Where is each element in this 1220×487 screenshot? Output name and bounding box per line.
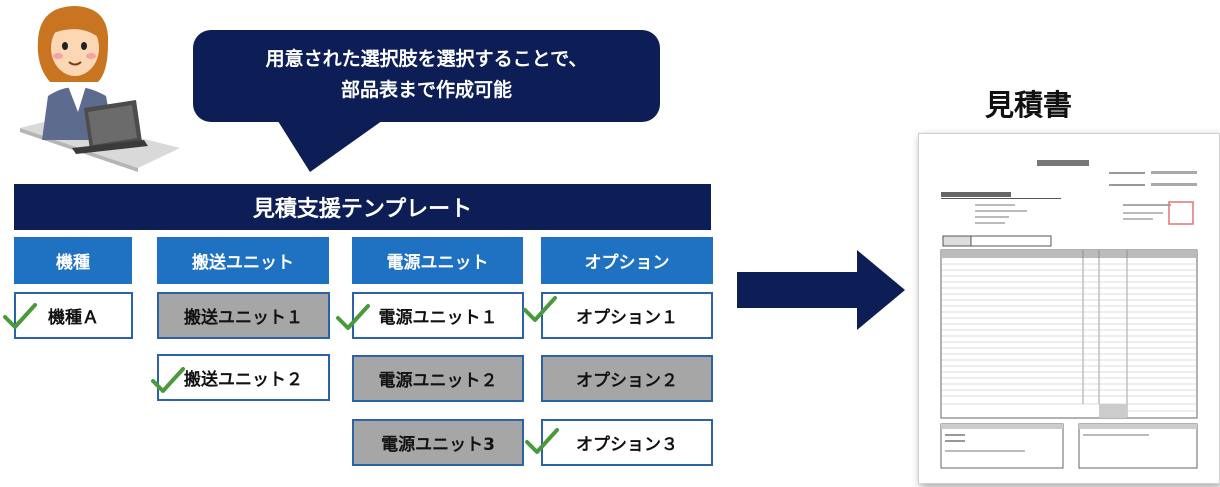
speech-bubble: 用意された選択肢を選択することで、 部品表まで作成可能 <box>193 30 660 122</box>
option-transport-unit-2[interactable]: 搬送ユニット２ <box>157 354 330 401</box>
template-title-bar: 見積支援テンプレート <box>14 184 711 230</box>
bubble-line-2: 部品表まで作成可能 <box>340 79 512 101</box>
bubble-line-1: 用意された選択肢を選択することで、 <box>265 48 588 70</box>
option-option-2[interactable]: オプション２ <box>541 355 713 402</box>
right-arrow-icon <box>737 250 905 330</box>
option-option-1[interactable]: オプション１ <box>541 292 713 339</box>
speech-bubble-tail <box>276 118 386 172</box>
check-icon <box>3 303 37 329</box>
template-title: 見積支援テンプレート <box>252 197 473 222</box>
option-power-unit-2[interactable]: 電源ユニット２ <box>352 355 524 402</box>
quotation-title: 見積書 <box>985 88 1073 122</box>
person-with-laptop-illustration <box>20 6 180 172</box>
column-header-option: オプション <box>541 237 713 284</box>
check-icon <box>151 367 185 393</box>
check-icon <box>523 296 557 322</box>
column-header-power-unit: 電源ユニット <box>352 237 523 284</box>
option-option-3[interactable]: オプション３ <box>541 419 713 466</box>
check-icon <box>525 428 559 454</box>
option-transport-unit-1[interactable]: 搬送ユニット１ <box>157 292 330 339</box>
option-power-unit-1[interactable]: 電源ユニット１ <box>352 292 524 339</box>
option-model-a[interactable]: 機種Ａ <box>14 292 133 339</box>
column-header-model: 機種 <box>14 237 132 284</box>
column-header-transport-unit: 搬送ユニット <box>157 237 329 284</box>
option-power-unit-3[interactable]: 電源ユニット3 <box>352 419 524 466</box>
check-icon <box>336 304 370 330</box>
quotation-document-thumbnail <box>918 133 1220 484</box>
quotation-document-image <box>940 160 1198 469</box>
